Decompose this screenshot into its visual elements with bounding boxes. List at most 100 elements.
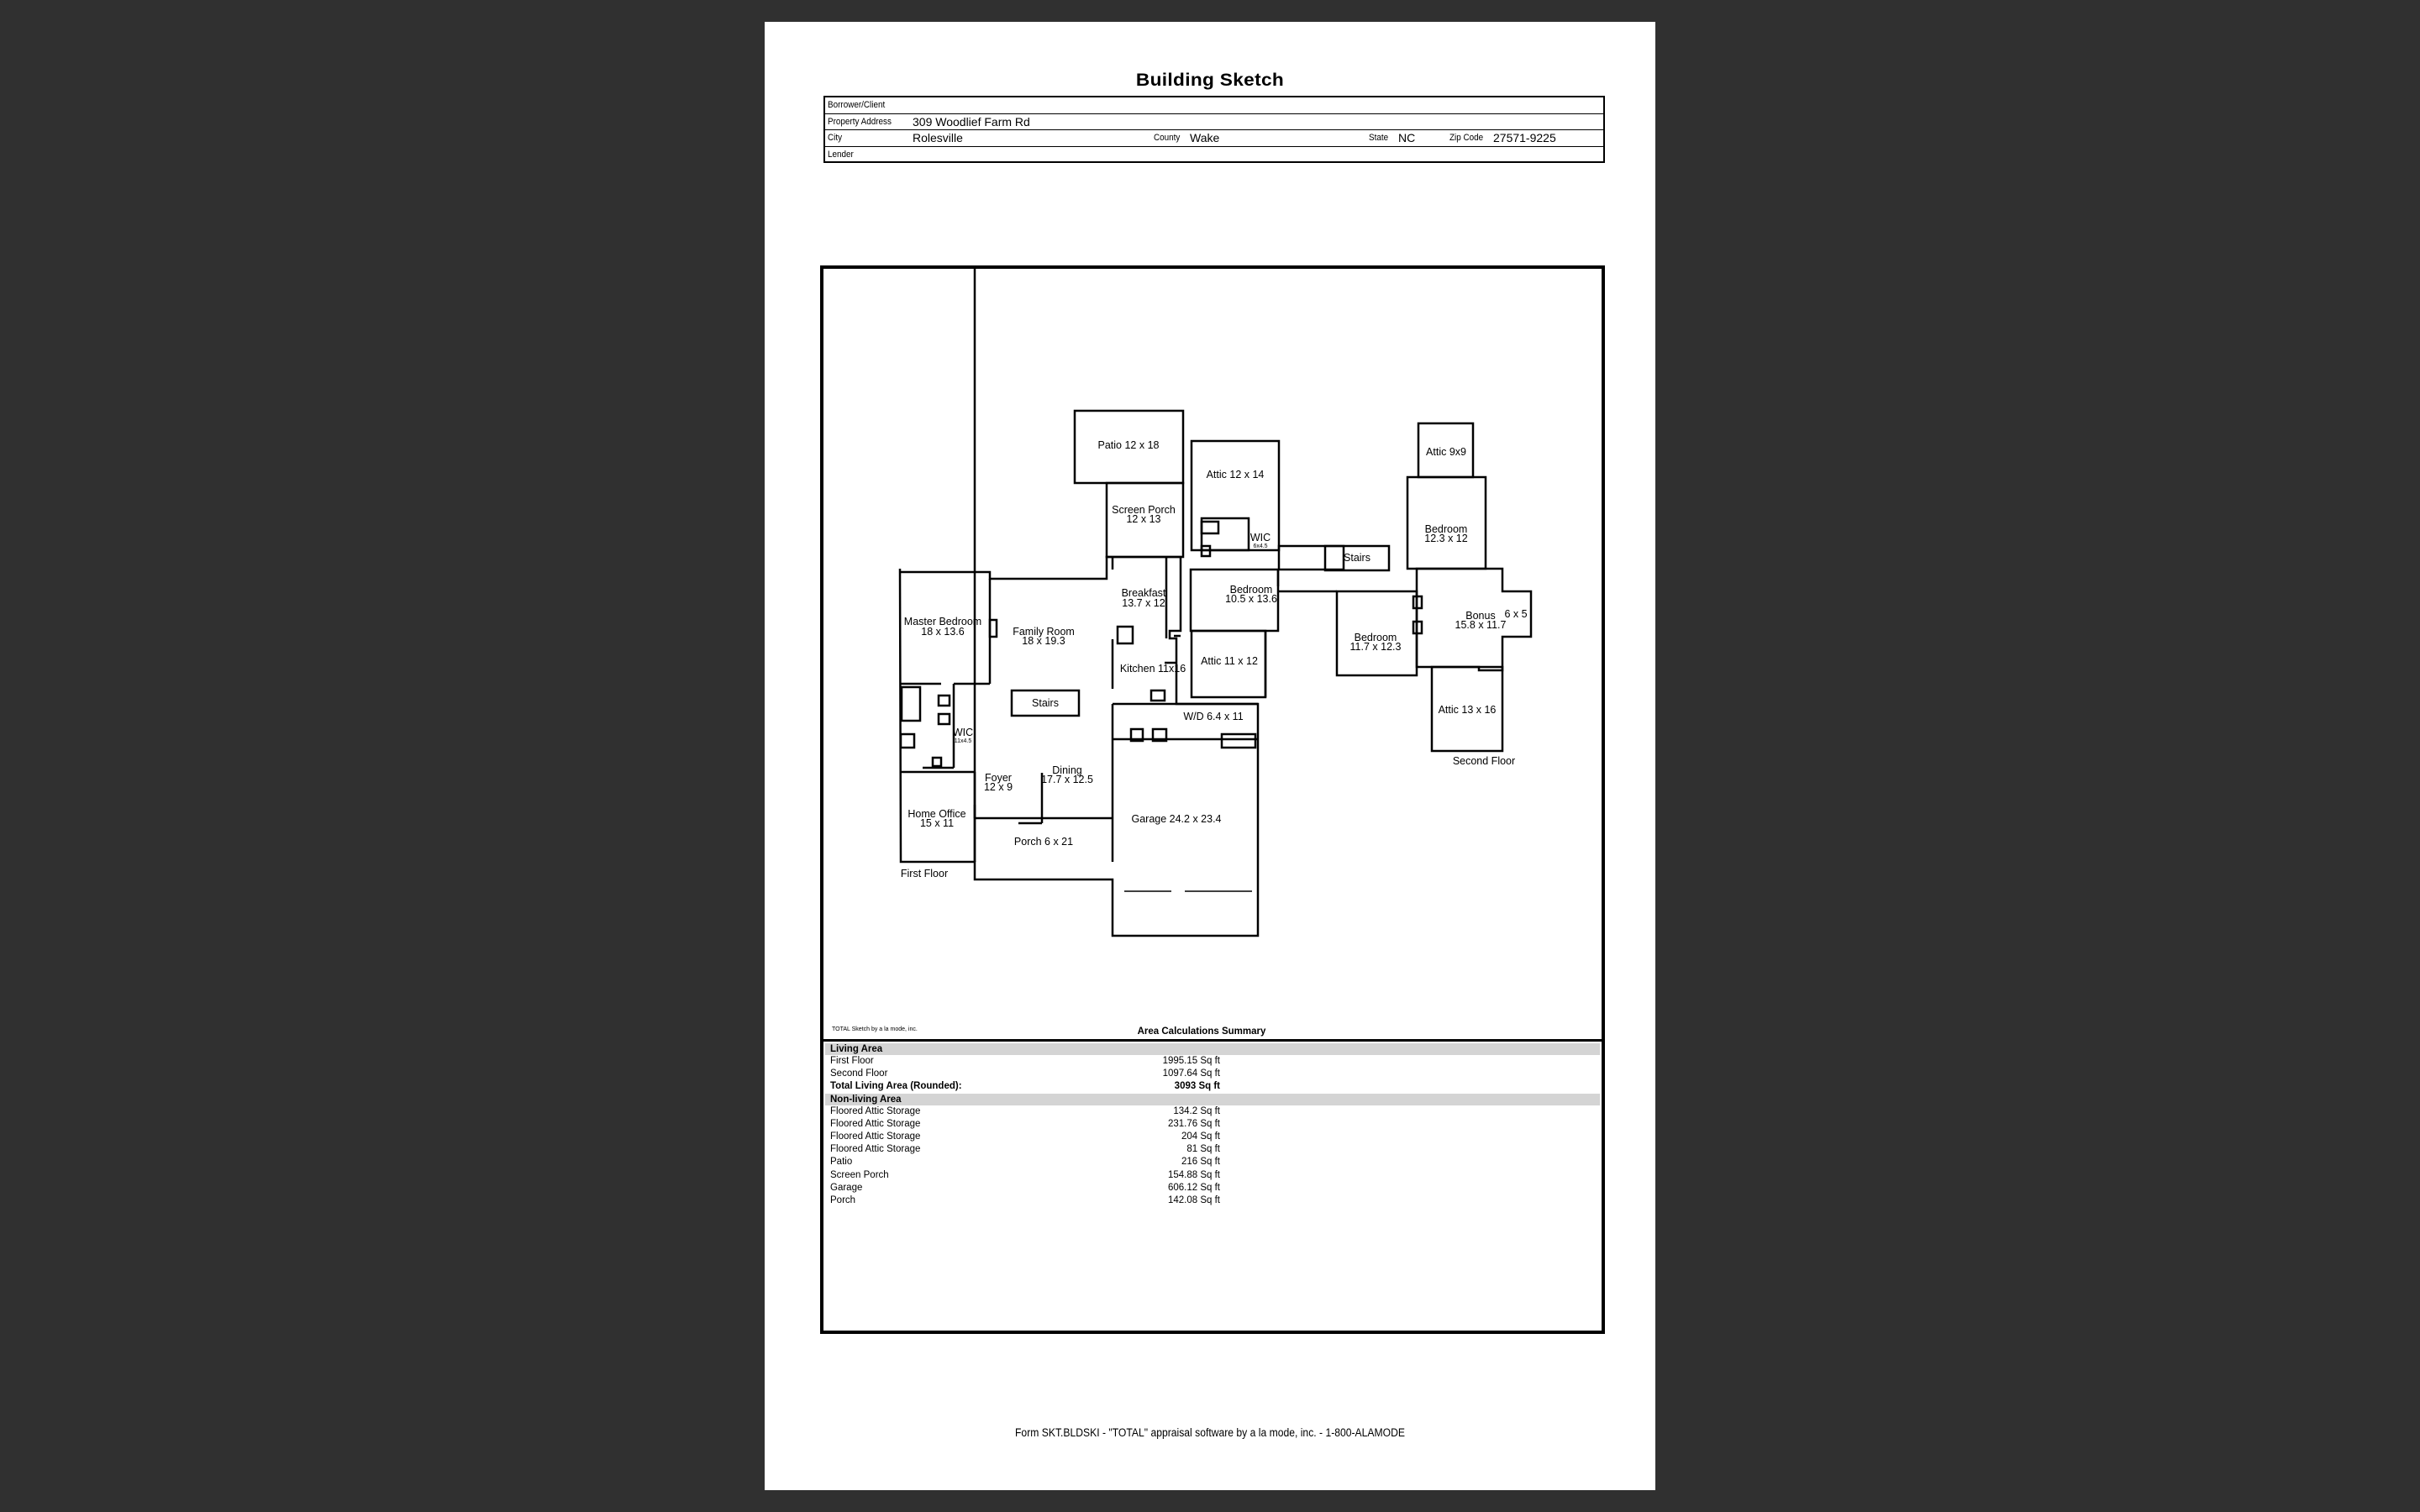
room-bedroom-a-name: Bedroom xyxy=(1230,584,1273,596)
sketch-area: Patio 12 x 18 Screen Porch 12 x 13 Break… xyxy=(823,269,1602,1042)
address-value: 309 Woodlief Farm Rd xyxy=(913,114,1030,129)
row-name: Screen Porch xyxy=(830,1169,889,1180)
wic-fixture xyxy=(1200,520,1220,535)
document-title: Building Sketch xyxy=(1135,71,1285,90)
room-attic-12x14: Attic 12 x 14 xyxy=(1207,469,1265,480)
summary-row: First Floor 1995.15 Sq ft xyxy=(825,1055,1600,1068)
sketch-credit: TOTAL Sketch by a la mode, inc. xyxy=(832,1026,918,1032)
summary-row: Patio 216 Sq ft xyxy=(825,1156,1600,1168)
row-name: Porch xyxy=(830,1194,856,1205)
room-bedroom-b-name: Bedroom xyxy=(1425,523,1468,535)
stairs-1-outline xyxy=(1010,689,1081,717)
cooktop xyxy=(1150,689,1166,702)
row-name: Floored Attic Storage xyxy=(830,1105,921,1116)
stairs-2-outline xyxy=(1323,544,1391,572)
counter xyxy=(1220,732,1257,749)
summary-row: Floored Attic Storage 134.2 Sq ft xyxy=(825,1105,1600,1118)
row-name: Floored Attic Storage xyxy=(830,1144,921,1155)
upper-hall-outline xyxy=(1277,544,1345,571)
row-name: Garage xyxy=(830,1182,863,1193)
vanity xyxy=(937,712,951,726)
row-name: Floored Attic Storage xyxy=(830,1131,921,1142)
row-value: 134.2 Sq ft xyxy=(1173,1105,1220,1116)
room-bedroom-c-name: Bedroom xyxy=(1355,632,1397,643)
sink xyxy=(1129,727,1144,743)
document-page: Building Sketch Borrower/Client Property… xyxy=(765,22,1655,1490)
shower xyxy=(899,732,916,749)
property-info-table: Borrower/Client Property Address 309 Woo… xyxy=(823,96,1605,163)
zip-value: 27571-9225 xyxy=(1493,131,1556,144)
room-patio: Patio 12 x 18 xyxy=(1098,439,1160,451)
summary-row: Porch 142.08 Sq ft xyxy=(825,1194,1600,1207)
row-value: 142.08 Sq ft xyxy=(1167,1194,1220,1205)
room-stairs-1: Stairs xyxy=(1032,697,1059,709)
row-value: 216 Sq ft xyxy=(1181,1157,1220,1168)
room-dining-size: 17.7 x 12.5 xyxy=(1041,774,1093,785)
city-value: Rolesville xyxy=(913,131,963,144)
county-value: Wake xyxy=(1190,131,1220,144)
borrower-row: Borrower/Client xyxy=(825,97,1603,114)
room-bonus-size: 15.8 x 11.7 xyxy=(1455,619,1507,631)
wic-fixture xyxy=(1200,544,1212,558)
state-label: State xyxy=(1369,133,1389,143)
row-value: 231.76 Sq ft xyxy=(1167,1118,1220,1129)
room-office-name: Home Office xyxy=(908,808,965,820)
room-bedroom-b-size: 12.3 x 12 xyxy=(1424,533,1467,544)
row-value: 1097.64 Sq ft xyxy=(1162,1068,1220,1079)
zip-label: Zip Code xyxy=(1449,133,1484,143)
bath-fixture xyxy=(1412,620,1423,635)
room-screen-porch-size: 12 x 13 xyxy=(1126,513,1160,525)
city-row: City Rolesville County Wake State NC Zip… xyxy=(825,130,1603,147)
summary-title: Area Calculations Summary xyxy=(1137,1026,1266,1037)
room-bedroom-c-size: 11.7 x 12.3 xyxy=(1350,641,1402,653)
summary-row: Floored Attic Storage 231.76 Sq ft xyxy=(825,1118,1600,1131)
summary-row: Floored Attic Storage 204 Sq ft xyxy=(825,1131,1600,1143)
first-floor-outline xyxy=(898,555,1260,937)
total-row: Total Living Area (Rounded): 3093 Sq ft xyxy=(825,1080,1600,1093)
area-summary: Living Area First Floor 1995.15 Sq ft Se… xyxy=(825,1043,1600,1207)
label-second-floor: Second Floor xyxy=(1453,755,1515,767)
row-name: Second Floor xyxy=(830,1068,888,1079)
room-screen-porch-name: Screen Porch xyxy=(1112,504,1176,516)
row-value: 154.88 Sq ft xyxy=(1167,1169,1220,1180)
room-wd: W/D 6.4 x 11 xyxy=(1183,711,1243,722)
row-value: 81 Sq ft xyxy=(1186,1144,1220,1155)
lender-label: Lender xyxy=(828,149,854,160)
summary-row: Floored Attic Storage 81 Sq ft xyxy=(825,1143,1600,1156)
row-name: Floored Attic Storage xyxy=(830,1118,921,1129)
summary-row: Second Floor 1097.64 Sq ft xyxy=(825,1068,1600,1080)
label-first-floor: First Floor xyxy=(901,868,948,879)
bath-fixture xyxy=(1412,595,1423,610)
lender-row: Lender xyxy=(825,147,1603,164)
fireplace xyxy=(988,618,998,638)
summary-row: Screen Porch 154.88 Sq ft xyxy=(825,1169,1600,1182)
room-family-name: Family Room xyxy=(1013,626,1075,638)
state-value: NC xyxy=(1398,131,1416,144)
tub xyxy=(900,685,922,722)
room-wic-1-name: WIC xyxy=(953,727,973,738)
row-value: 606.12 Sq ft xyxy=(1167,1182,1220,1193)
room-attic-11x12: Attic 11 x 12 xyxy=(1201,655,1258,667)
floor-plan-drawing: Patio 12 x 18 Screen Porch 12 x 13 Break… xyxy=(898,269,1533,937)
summary-row: Garage 606.12 Sq ft xyxy=(825,1182,1600,1194)
room-bonus-name: Bonus xyxy=(1465,610,1495,622)
room-bedroom-a-size: 10.5 x 13.6 xyxy=(1225,593,1277,605)
room-wic-2-name: WIC xyxy=(1250,532,1270,543)
room-breakfast-name: Breakfast xyxy=(1122,587,1166,599)
room-wic-2-size: 6x4.5 xyxy=(1253,543,1267,549)
nonliving-area-header: Non-living Area xyxy=(825,1093,1600,1105)
room-wic-1-size: 11x4.5 xyxy=(955,738,972,744)
total-value: 3093 Sq ft xyxy=(1174,1081,1220,1092)
room-family-size: 18 x 19.3 xyxy=(1022,635,1065,647)
room-foyer-size: 12 x 9 xyxy=(984,781,1013,793)
sketch-frame: Patio 12 x 18 Screen Porch 12 x 13 Break… xyxy=(820,265,1605,1334)
row-name: First Floor xyxy=(830,1056,874,1066)
washer xyxy=(1151,727,1168,743)
form-footer: Form SKT.BLDSKI - "TOTAL" appraisal soft… xyxy=(1015,1426,1405,1439)
room-attic-9x9: Attic 9x9 xyxy=(1426,446,1466,458)
room-master-size: 18 x 13.6 xyxy=(921,626,964,638)
borrower-label: Borrower/Client xyxy=(828,100,886,110)
room-foyer-name: Foyer xyxy=(985,772,1012,784)
address-label: Property Address xyxy=(828,116,892,127)
room-dining-name: Dining xyxy=(1052,764,1081,776)
